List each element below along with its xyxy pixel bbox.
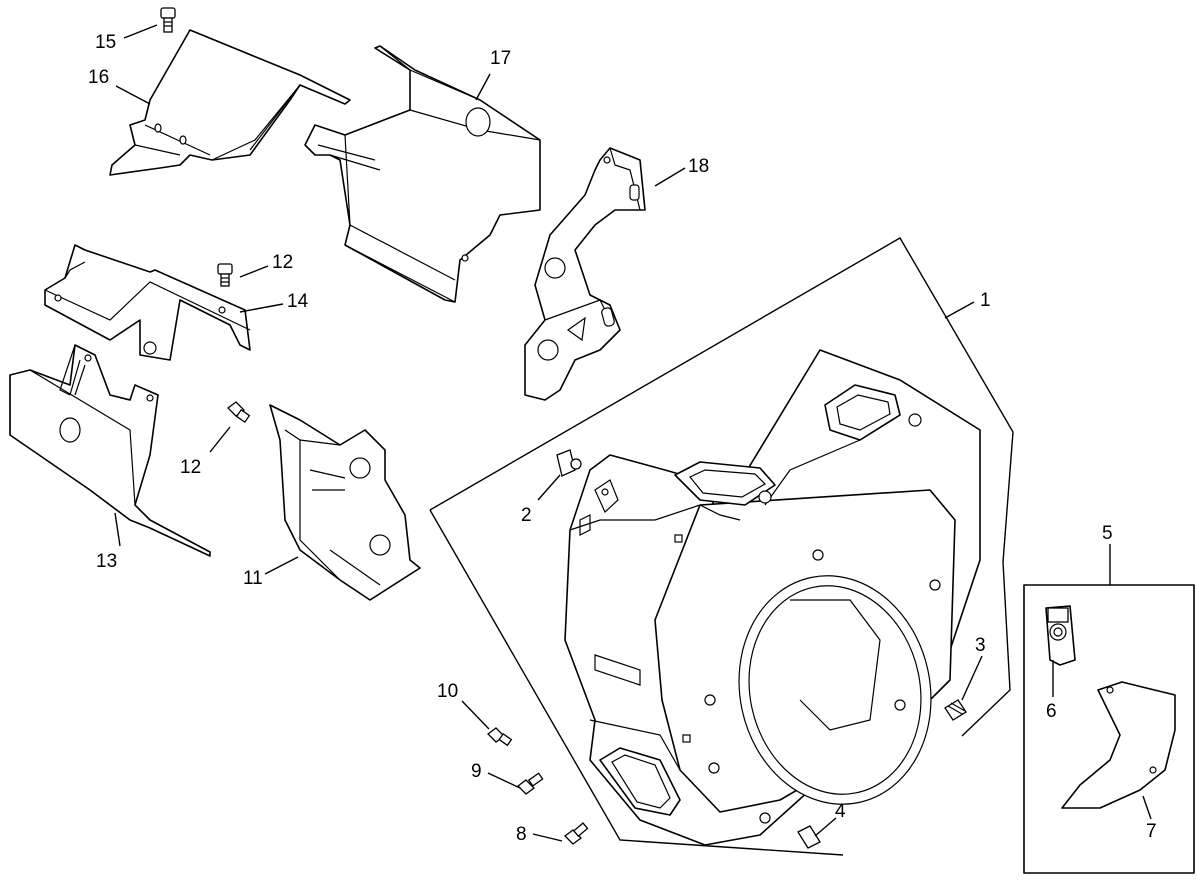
callout-12-lower: 12 <box>180 457 201 478</box>
lower-outlet-port <box>599 747 681 816</box>
blower-housing <box>564 349 981 846</box>
leader-lines <box>114 24 1152 842</box>
part-6-clip-nut <box>1045 605 1076 666</box>
callout-10: 10 <box>437 681 458 702</box>
callout-4: 4 <box>835 801 846 822</box>
callout-5: 5 <box>1102 523 1113 544</box>
part-16-upper-shield <box>109 29 351 176</box>
part-14-bracket <box>44 244 251 361</box>
blower-housing-group-outline <box>429 237 1014 856</box>
part-18-curved-bracket <box>524 147 646 401</box>
fan-opening <box>738 575 932 805</box>
part-17-upper-shield <box>304 45 541 303</box>
callout-2: 2 <box>521 505 532 526</box>
callout-16: 16 <box>88 67 109 88</box>
callout-15: 15 <box>95 32 116 53</box>
part-2-clip-nut <box>556 449 582 477</box>
callout-11: 11 <box>243 568 263 589</box>
part-12-bolt-upper <box>217 263 233 287</box>
callout-17: 17 <box>490 48 511 69</box>
inset-kit-box <box>1023 584 1195 874</box>
part-15-bolt <box>160 7 176 33</box>
callout-6: 6 <box>1046 701 1057 722</box>
callout-14: 14 <box>287 291 309 312</box>
part-13-side-shield <box>9 344 211 557</box>
part-11-lower-shield <box>269 404 421 601</box>
part-3-spring <box>944 699 967 721</box>
part-7-baffle-plate <box>1061 681 1176 809</box>
part-4-clip <box>797 825 821 849</box>
callout-3: 3 <box>975 635 986 656</box>
intake-port-upper-right <box>824 384 901 441</box>
part-12-bolt-lower <box>227 401 251 424</box>
part-8-screw <box>564 822 589 845</box>
callout-18: 18 <box>688 156 709 177</box>
callout-labels: 15 16 17 18 12 14 1 12 2 5 13 11 3 10 6 … <box>88 32 1157 845</box>
callout-1: 1 <box>980 290 991 311</box>
part-10-screw <box>487 727 513 747</box>
callout-13: 13 <box>96 551 117 572</box>
callout-7: 7 <box>1146 821 1157 842</box>
callout-12-upper: 12 <box>272 252 293 273</box>
part-9-screw <box>517 772 544 795</box>
callout-9: 9 <box>471 761 482 782</box>
callout-8: 8 <box>516 824 527 845</box>
